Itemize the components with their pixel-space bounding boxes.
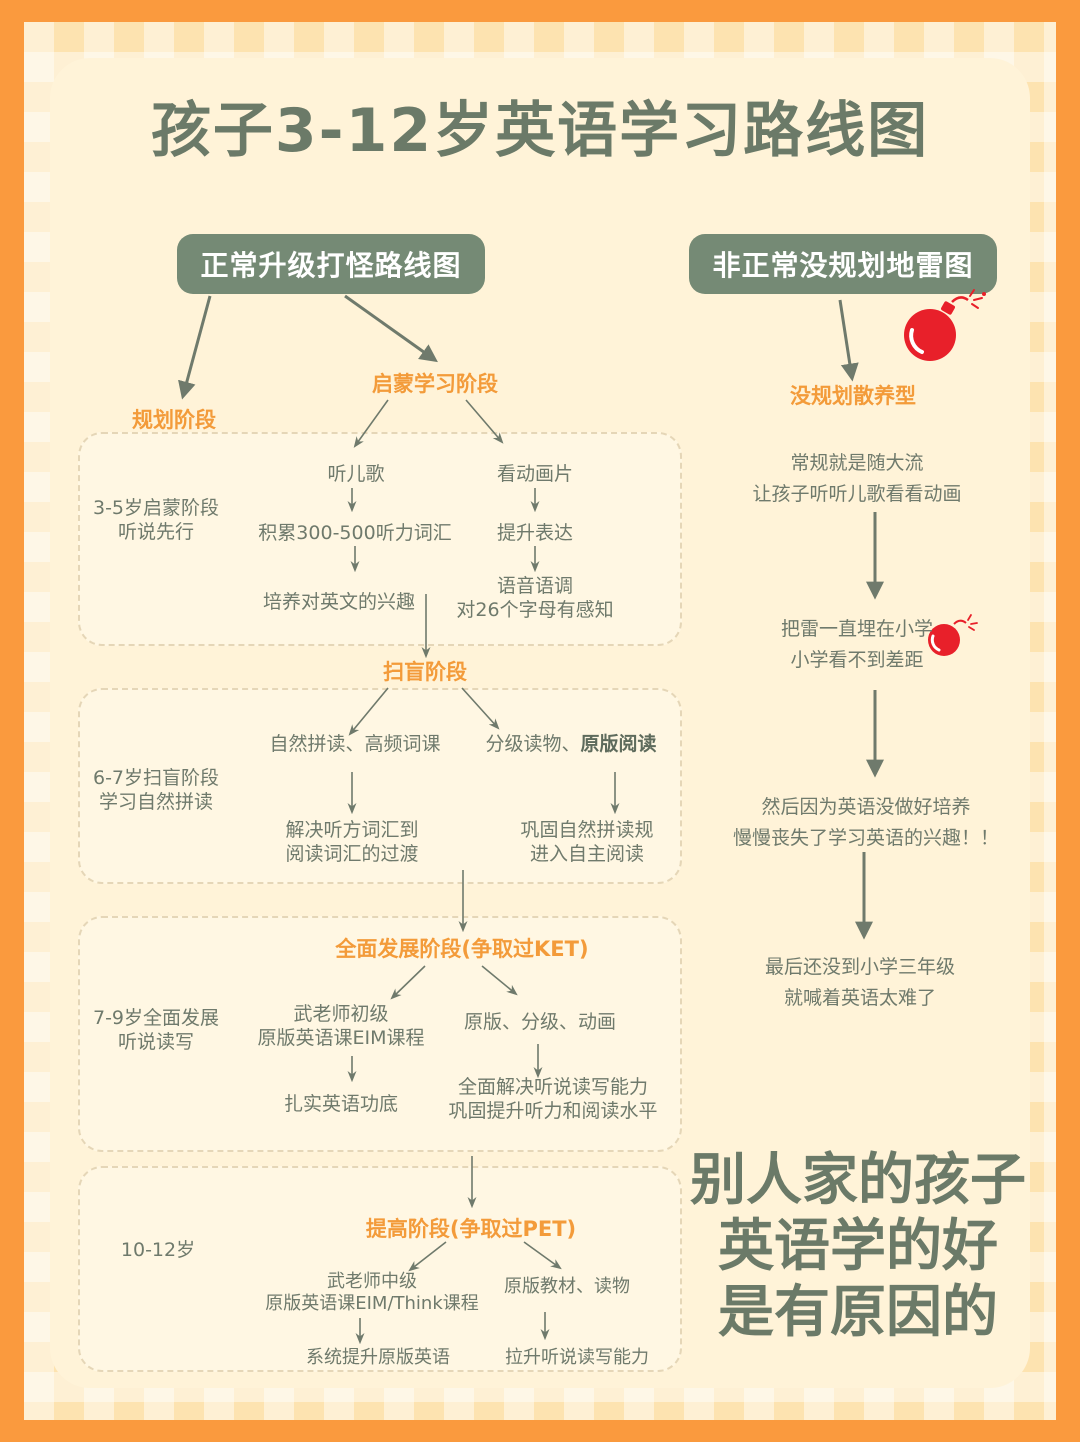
s1-left-2: 积累300-500听力词汇 [258,522,452,544]
arrow-header-to-enlighten [344,294,438,363]
s3-left-2: 扎实英语功底 [283,1093,399,1115]
s4-right-2: 拉升听说读写能力 [505,1347,649,1368]
arrow-scan-left [348,687,389,736]
right-step-2: 把雷一直埋在小学 小学看不到差距 [780,618,934,671]
right-route-header: 非正常没规划地雷图 [689,234,997,294]
s2-right-1: 分级读物、原版阅读 [485,733,657,755]
s4-left-2: 系统提升原版英语 [306,1347,450,1368]
age-label-3-5: 3-5岁启蒙阶段 听说先行 [92,497,220,543]
right-step-1: 常规就是随大流 让孩子听听儿歌看看动画 [752,452,962,505]
section-box-enlighten [78,432,682,646]
stage-scan: 扫盲阶段 [383,660,467,684]
arrow-enlighten-right [465,399,504,444]
s2-left-1: 自然拼读、高频词课 [269,733,441,755]
stage-no-plan: 没规划散养型 [790,384,916,408]
right-step-3: 然后因为英语没做好培养 慢慢丧失了学习英语的兴趣！！ [732,796,1000,849]
age-label-6-7: 6-7岁扫盲阶段 学习自然拼读 [92,767,220,813]
s1-right-3: 语音语调 对26个字母有感知 [456,575,614,621]
s1-right-1: 看动画片 [496,463,574,485]
stage-full: 全面发展阶段(争取过KET) [335,937,589,961]
arrow-improve-right [523,1241,562,1270]
s3-right-1: 原版、分级、动画 [463,1011,617,1033]
s1-left-3: 培养对英文的兴趣 [262,591,416,613]
stage-enlighten: 启蒙学习阶段 [372,372,498,396]
stage-planning: 规划阶段 [132,408,216,432]
arrow-full-left [390,965,426,1000]
section-box-improve [78,1166,682,1372]
section-box-full [78,916,682,1152]
page-title: 孩子3-12岁英语学习路线图 [150,96,930,166]
s1-right-2: 提升表达 [496,522,574,544]
s1-left-1: 听儿歌 [327,463,385,485]
age-label-7-9: 7-9岁全面发展 听说读写 [92,1007,220,1053]
age-label-10-12: 10-12岁 [120,1239,196,1261]
s4-left-1: 武老师中级 原版英语课EIM/Think课程 [265,1271,479,1314]
s2-right-2: 巩固自然拼读规 进入自主阅读 [520,819,654,865]
stage-improve: 提高阶段(争取过PET) [365,1217,577,1241]
bomb-icon [904,289,986,361]
s2-left-2: 解决听方词汇到 阅读词汇的过渡 [285,819,419,865]
bomb-icon [928,614,978,656]
s3-left-1: 武老师初级 原版英语课EIM课程 [257,1003,425,1049]
left-route-header: 正常升级打怪路线图 [177,234,485,294]
arrow-header-to-right [838,299,859,382]
s4-right-1: 原版教材、读物 [504,1276,630,1297]
arrow-improve-left [408,1241,447,1272]
s3-right-2: 全面解决听说读写能力 巩固提升听力和阅读水平 [448,1076,658,1122]
arrow-header-to-planning [178,295,212,400]
section-box-scan [78,688,682,884]
right-step-4: 最后还没到小学三年级 就喊着英语太难了 [764,956,956,1009]
slogan-text: 别人家的孩子 英语学的好 是有原因的 [690,1148,1026,1345]
arrow-scan-right [461,687,500,730]
arrow-enlighten-left [353,399,389,448]
arrow-full-right [481,965,518,996]
